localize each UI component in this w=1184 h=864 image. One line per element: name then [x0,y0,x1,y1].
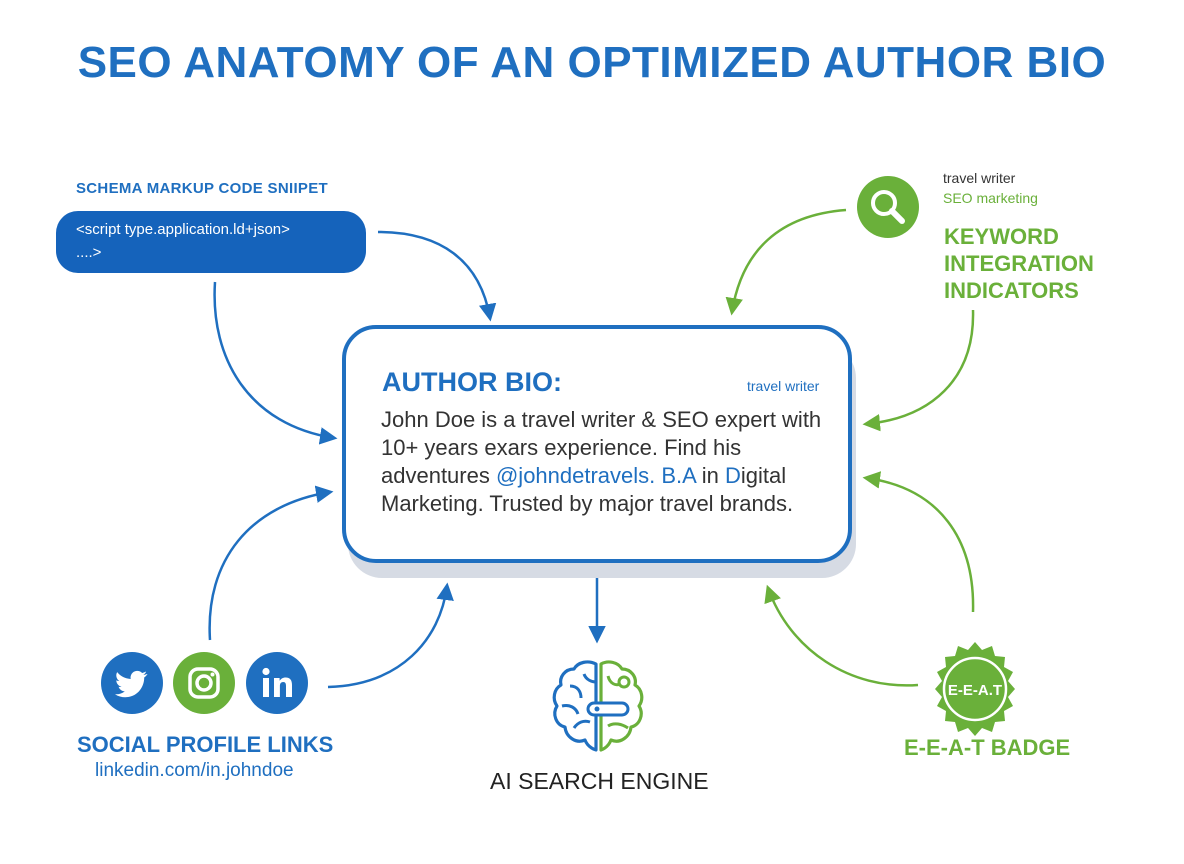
eeat-label: E-E-A-T BADGE [904,735,1071,760]
code-line-1: <script type.application.ld+json> [76,221,290,238]
linkedin-icon[interactable] [246,652,308,714]
brain-icon [552,660,644,752]
arrow-schema-to-bio [377,230,497,322]
page-title: SEO ANATOMY OF AN OPTIMIZED AUTHOR BIO [77,38,1107,87]
keyword-label-line1: KEYWORD [944,224,1059,249]
arrow-keyword-down [862,309,975,432]
twitter-icon[interactable] [101,652,163,714]
schema-code-snippet: <script type.application.ld+json> ....> [56,211,366,273]
author-bio-card [342,325,852,563]
social-url-link[interactable]: linkedin.com/in.johndoe [95,760,294,781]
keyword-label-line2: INTEGRATION [944,251,1094,276]
code-line-2: ....> [76,244,102,261]
instagram-icon[interactable] [173,652,235,714]
bio-text-part3: igital Marketing. Trusted by major trave… [381,463,794,516]
bio-handle-link[interactable]: @johndetravels. B.A [495,463,696,488]
keyword-label: KEYWORD INTEGRATION INDICATORS [944,223,1094,304]
keyword-label-line3: INDICATORS [944,278,1079,303]
ai-search-engine-label: AI SEARCH ENGINE [490,768,709,794]
keyword-term-1: travel writer [943,170,1016,186]
eeat-badge-icon: E-E-A.T [935,642,1015,736]
bio-text: John Doe is a travel writer & SEO expert… [381,406,851,518]
bio-text-part2: in [695,463,725,488]
arrow-keyword-to-bio [725,208,847,316]
arrow-social-up [208,485,334,641]
keyword-term-2: SEO marketing [943,190,1038,206]
arrow-eeat-left [764,584,919,687]
bio-text-part1: John Doe is a travel writer & SEO expert… [381,407,822,488]
arrow-schema-down [213,281,338,445]
social-label: SOCIAL PROFILE LINKS [77,732,334,757]
search-icon [871,190,905,224]
bio-title: AUTHOR BIO: [382,367,562,397]
arrow-eeat-up [862,471,975,613]
bio-keyword-note: travel writer [747,378,820,394]
bio-d-letter: D [725,463,741,488]
keyword-search-icon-circle [857,176,919,238]
schema-label: SCHEMA MARKUP CODE SNIIPET [76,180,328,197]
arrow-social-right [327,582,454,689]
badge-text: E-E-A.T [948,682,1002,699]
